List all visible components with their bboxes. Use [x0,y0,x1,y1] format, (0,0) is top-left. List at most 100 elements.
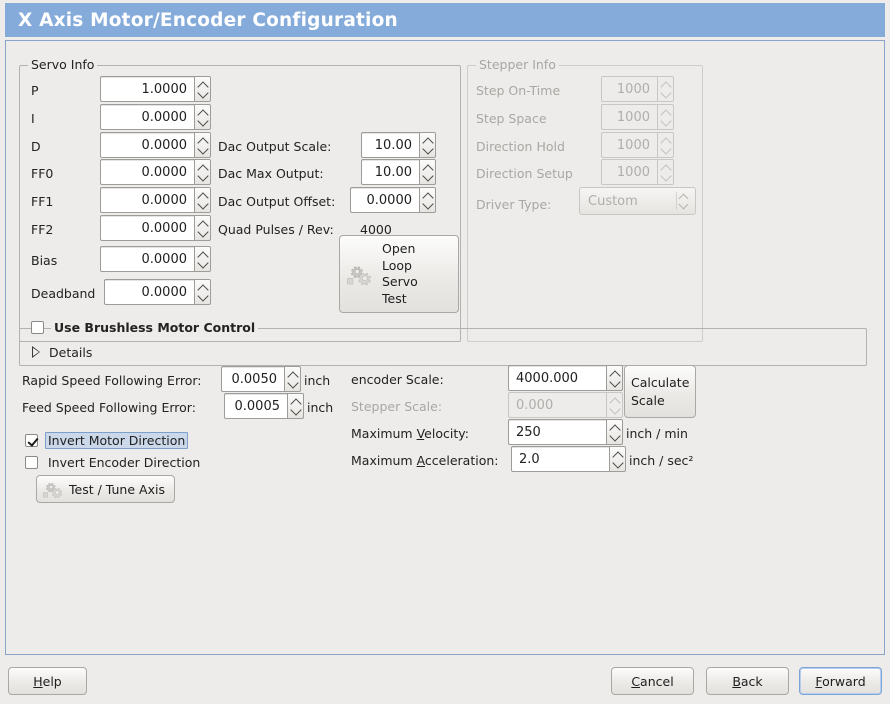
servo-p-stepper[interactable] [194,76,211,102]
combo-separator [676,192,677,210]
checkbox-box[interactable] [31,321,44,334]
maximum-acceleration-stepper[interactable] [609,446,626,472]
chevron-down-icon[interactable] [198,259,207,268]
servo-ff2-input[interactable]: 0.0000 [100,215,194,241]
invert-motor-direction-label[interactable]: Invert Motor Direction [45,432,189,449]
chevron-down-icon[interactable] [198,292,207,301]
servo-ff1-spinbutton[interactable]: 0.0000 [100,187,211,213]
servo-ff0-stepper[interactable] [194,159,211,185]
servo-ff0-spinbutton[interactable]: 0.0000 [100,159,211,185]
servo-ff0-input[interactable]: 0.0000 [100,159,194,185]
use-brushless-motor-control-checkbox[interactable]: Use Brushless Motor Control [31,319,259,336]
servo-info-frame-title: Servo Info [28,58,98,72]
encoder-scale-stepper[interactable] [606,365,623,391]
max-velocity-label-key: V [416,426,425,441]
chevron-down-icon[interactable] [423,172,432,181]
servo-i-spinbutton[interactable]: 0.0000 [100,104,211,130]
servo-bias-spinbutton[interactable]: 0.0000 [100,246,211,272]
page-title: X Axis Motor/Encoder Configuration [18,9,398,31]
stepper-scale-spinbutton: 0.000 [508,392,623,418]
dac-output-offset-input[interactable]: 0.0000 [350,187,419,213]
rapid-speed-following-error-unit: inch [304,373,331,388]
maximum-velocity-input[interactable]: 250 [508,419,606,445]
servo-ff2-spinbutton[interactable]: 0.0000 [100,215,211,241]
dac-output-scale-stepper[interactable] [419,132,436,158]
servo-bias-stepper[interactable] [194,246,211,272]
chevron-down-icon[interactable] [291,406,300,415]
chevron-down-icon[interactable] [198,145,207,154]
test-tune-axis-button[interactable]: Test / Tune Axis [36,475,175,503]
maximum-velocity-spinbutton[interactable]: 250 [508,419,623,445]
max-velocity-label-post: elocity: [424,426,469,441]
servo-deadband-stepper[interactable] [194,279,211,305]
stepper-scale-stepper [606,392,623,418]
chevron-down-icon[interactable] [610,378,619,387]
servo-d-spinbutton[interactable]: 0.0000 [100,132,211,158]
chevron-down-icon[interactable] [198,228,207,237]
step-on-time-label: Step On-Time [476,83,561,98]
use-brushless-motor-control-label[interactable]: Use Brushless Motor Control [51,319,259,336]
dac-output-offset-spinbutton[interactable]: 0.0000 [350,187,436,213]
forward-key: F [815,673,823,689]
invert-encoder-direction-checkbox[interactable]: Invert Encoder Direction [25,454,203,471]
help-button[interactable]: Help [8,667,87,695]
chevron-down-icon[interactable] [423,200,432,209]
servo-p-spinbutton[interactable]: 1.0000 [100,76,211,102]
chevron-down-icon[interactable] [288,379,297,388]
details-expander[interactable]: Details [31,345,92,360]
servo-deadband-input[interactable]: 0.0000 [104,279,194,305]
chevron-down-icon[interactable] [198,200,207,209]
chevron-down-icon[interactable] [610,432,619,441]
gears-icon [42,482,63,499]
cancel-button[interactable]: Cancel [611,667,694,695]
open-loop-servo-test-button[interactable]: Open Loop Servo Test [339,235,459,313]
checkbox-box[interactable] [25,434,38,447]
dac-max-output-stepper[interactable] [419,159,436,185]
checkbox-box[interactable] [25,456,38,469]
feed-speed-following-error-spinbutton[interactable]: 0.0005 [224,393,304,419]
chevron-down-icon[interactable] [198,117,207,126]
chevron-down-icon [610,405,619,414]
servo-d-stepper[interactable] [194,132,211,158]
servo-ff1-stepper[interactable] [194,187,211,213]
details-label[interactable]: Details [49,345,93,360]
servo-ff2-stepper[interactable] [194,215,211,241]
servo-bias-input[interactable]: 0.0000 [100,246,194,272]
chevron-down-icon[interactable] [423,145,432,154]
step-space-stepper [657,104,674,130]
servo-ff1-input[interactable]: 0.0000 [100,187,194,213]
chevron-down-icon[interactable] [198,172,207,181]
dac-max-output-input[interactable]: 10.00 [361,159,419,185]
servo-d-input[interactable]: 0.0000 [100,132,194,158]
driver-type-value: Custom [588,193,638,209]
calculate-scale-button[interactable]: Calculate Scale [624,365,696,418]
maximum-acceleration-spinbutton[interactable]: 2.0 [511,446,626,472]
rapid-speed-following-error-spinbutton[interactable]: 0.0050 [221,366,301,392]
servo-deadband-spinbutton[interactable]: 0.0000 [104,279,211,305]
chevron-down-icon[interactable] [198,89,207,98]
forward-label: Forward [815,674,865,689]
chevron-down-icon[interactable] [613,459,622,468]
feed-speed-following-error-input[interactable]: 0.0005 [224,393,287,419]
back-button[interactable]: Back [706,667,789,695]
servo-i-stepper[interactable] [194,104,211,130]
servo-i-input[interactable]: 0.0000 [100,104,194,130]
dac-output-scale-spinbutton[interactable]: 10.00 [361,132,436,158]
invert-motor-direction-checkbox[interactable]: Invert Motor Direction [25,432,189,449]
direction-hold-spinbutton: 1000 [601,132,674,158]
servo-ff2-label: FF2 [31,222,54,237]
dac-output-offset-stepper[interactable] [419,187,436,213]
feed-speed-following-error-stepper[interactable] [287,393,304,419]
encoder-scale-input[interactable]: 4000.000 [508,365,606,391]
maximum-acceleration-input[interactable]: 2.0 [511,446,609,472]
dac-output-scale-input[interactable]: 10.00 [361,132,419,158]
triangle-right-icon[interactable] [31,346,42,359]
invert-encoder-direction-label[interactable]: Invert Encoder Direction [48,455,201,470]
forward-button[interactable]: Forward [799,667,882,695]
rapid-speed-following-error-stepper[interactable] [284,366,301,392]
encoder-scale-spinbutton[interactable]: 4000.000 [508,365,623,391]
servo-p-input[interactable]: 1.0000 [100,76,194,102]
maximum-velocity-stepper[interactable] [606,419,623,445]
rapid-speed-following-error-input[interactable]: 0.0050 [221,366,284,392]
dac-max-output-spinbutton[interactable]: 10.00 [361,159,436,185]
